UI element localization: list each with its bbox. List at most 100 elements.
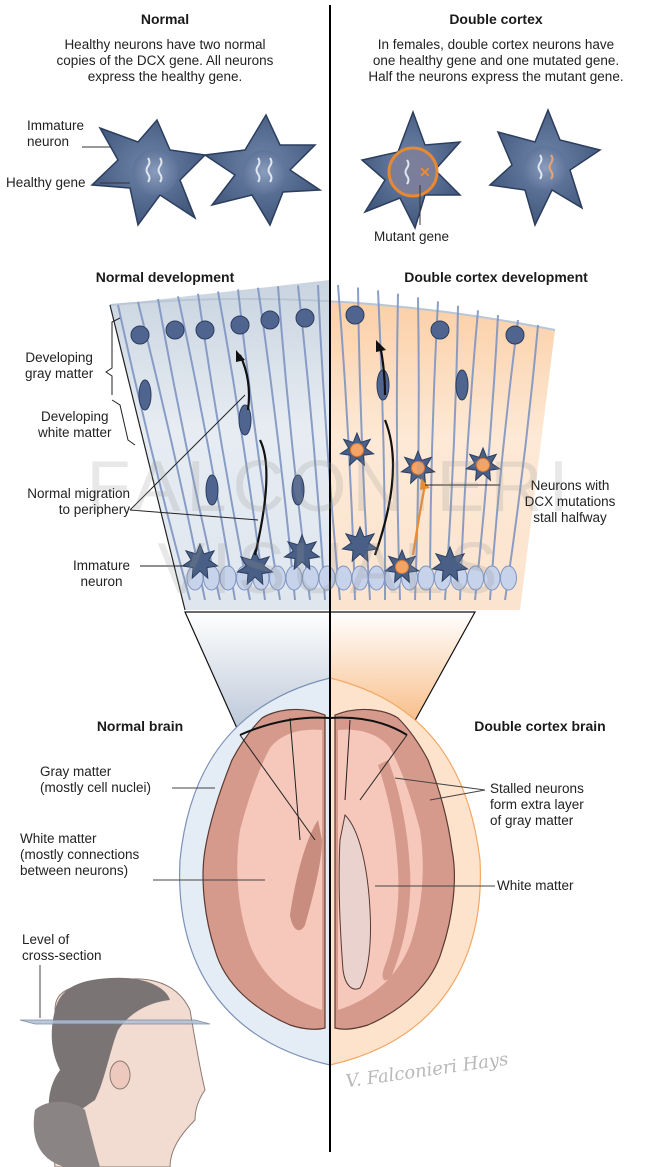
label-gray-matter: Gray matter (mostly cell nuclei) [40, 764, 151, 796]
mutant-nucleus [395, 560, 409, 574]
progenitor-cell [467, 565, 484, 591]
label-line: cross-section [22, 948, 102, 963]
label-line: (mostly connections [20, 847, 140, 862]
double-cortex-development-title: Double cortex development [404, 269, 588, 285]
healthy-neuron-3 [488, 107, 602, 228]
label-line: Developing [25, 350, 93, 365]
label-line: stall halfway [533, 510, 607, 525]
radial-glia-fiber [429, 301, 439, 601]
progenitor-cell [368, 565, 385, 591]
label-mutant-gene: Mutant gene [374, 229, 450, 244]
normal-description: Healthy neurons have two normal copies o… [0, 37, 330, 85]
normal-development-title: Normal development [95, 269, 235, 285]
label-line: between neurons) [20, 863, 129, 878]
migrated-neuron [195, 320, 215, 340]
label-cross-section: Level of cross-section [22, 932, 102, 964]
immature-neuron-star [283, 533, 321, 571]
desc-line: Healthy neurons have two normal [64, 37, 266, 52]
development-fan [109, 280, 556, 611]
migrating-neuron [291, 474, 305, 506]
progenitor-cell [417, 565, 435, 591]
label-white-matter-right: White matter [497, 878, 574, 893]
label-healthy-gene: Healthy gene [6, 175, 86, 190]
migrated-neuron [345, 305, 365, 325]
label-developing-white-matter: Developing white matter [38, 409, 112, 441]
svg-text:✕: ✕ [419, 164, 431, 180]
radial-glia-fiber [504, 324, 539, 601]
radial-glia-fiber [117, 304, 191, 601]
double-cortex-title: Double cortex [449, 11, 543, 27]
radial-glia-fiber [414, 297, 420, 601]
radial-glia-fiber [489, 319, 519, 601]
radial-glia-fiber [377, 290, 387, 601]
label-line: neuron [80, 574, 123, 589]
label-line: Gray matter [40, 764, 112, 779]
migrated-neuron [230, 315, 250, 335]
desc-line: copies of the DCX gene. All neurons [56, 53, 274, 68]
migrating-neuron [238, 404, 252, 436]
desc-line: Half the neurons express the mutant gene… [368, 69, 624, 84]
radial-glia-fiber [317, 285, 341, 601]
label-line: (mostly cell nuclei) [40, 780, 152, 795]
mutant-neuron: ✕ [360, 109, 462, 231]
radial-glia-fiber [459, 310, 479, 601]
label-line: Level of [22, 932, 70, 947]
migrated-neuron [505, 325, 525, 345]
label-line: Immature [73, 558, 131, 573]
progenitor-cell [500, 565, 517, 591]
immature-neuron-star [341, 525, 379, 563]
desc-line: one healthy gene and one mutated gene. [372, 53, 620, 68]
label-line: Normal migration [27, 486, 130, 501]
label-line: white matter [38, 425, 112, 440]
immature-neuron-star [236, 548, 274, 586]
desc-line: express the healthy gene. [87, 69, 243, 84]
progenitor-cell [302, 565, 319, 591]
migrated-neuron [260, 310, 280, 330]
label-line: DCX mutations [524, 494, 616, 509]
immature-neuron-star [431, 545, 469, 583]
label-stalled-neurons: Neurons with DCX mutations stall halfway [505, 478, 635, 526]
mutant-nucleus [476, 458, 490, 472]
normal-brain-title: Normal brain [96, 718, 184, 734]
brain-leaders [153, 777, 495, 887]
progenitor-cell [483, 565, 501, 591]
radial-glia-fiber [177, 296, 236, 601]
label-white-matter-left: White matter (mostly connections between… [20, 831, 139, 879]
double-cortex-brain-title: Double cortex brain [474, 718, 606, 734]
label-line: neuron [27, 134, 70, 149]
immature-neuron-star [181, 542, 219, 580]
migrating-neuron [138, 379, 152, 411]
migrated-neuron [165, 320, 185, 340]
double-cortex-description: In females, double cortex neurons have o… [331, 37, 661, 85]
label-line: Stalled neurons [490, 781, 584, 796]
migrating-neuron [205, 474, 219, 506]
progenitor-cell [335, 565, 352, 591]
label-line: of gray matter [490, 813, 574, 828]
label-line: White matter [20, 831, 97, 846]
label-line: Immature [27, 118, 85, 133]
brain-cross-section [179, 677, 481, 1066]
healthy-neuron-2 [202, 113, 323, 227]
progenitor-cell [351, 565, 369, 591]
label-line: Developing [40, 409, 109, 424]
label-stalled-layer: Stalled neurons form extra layer of gray… [490, 781, 584, 829]
label-line: Neurons with [530, 478, 610, 493]
label-line: gray matter [25, 366, 94, 381]
migrated-neuron [295, 308, 315, 328]
label-line: to periphery [58, 502, 130, 517]
migrating-neuron [455, 369, 469, 401]
progenitor-cell [269, 565, 286, 591]
label-normal-migration: Normal migration to periphery [6, 486, 130, 518]
mutant-nucleus [350, 443, 364, 457]
migrated-neuron [430, 320, 450, 340]
migrated-neuron [130, 325, 150, 345]
dev-leaders [105, 317, 500, 567]
label-immature-neuron-dev: Immature neuron [73, 558, 130, 590]
girl-profile-illustration [19, 965, 211, 1167]
normal-title: Normal [140, 11, 190, 27]
progenitor-cell [219, 565, 237, 591]
label-immature-neuron-top: Immature neuron [27, 118, 84, 150]
migration-arrows [236, 340, 430, 556]
desc-line: In females, double cortex neurons have [377, 37, 615, 52]
